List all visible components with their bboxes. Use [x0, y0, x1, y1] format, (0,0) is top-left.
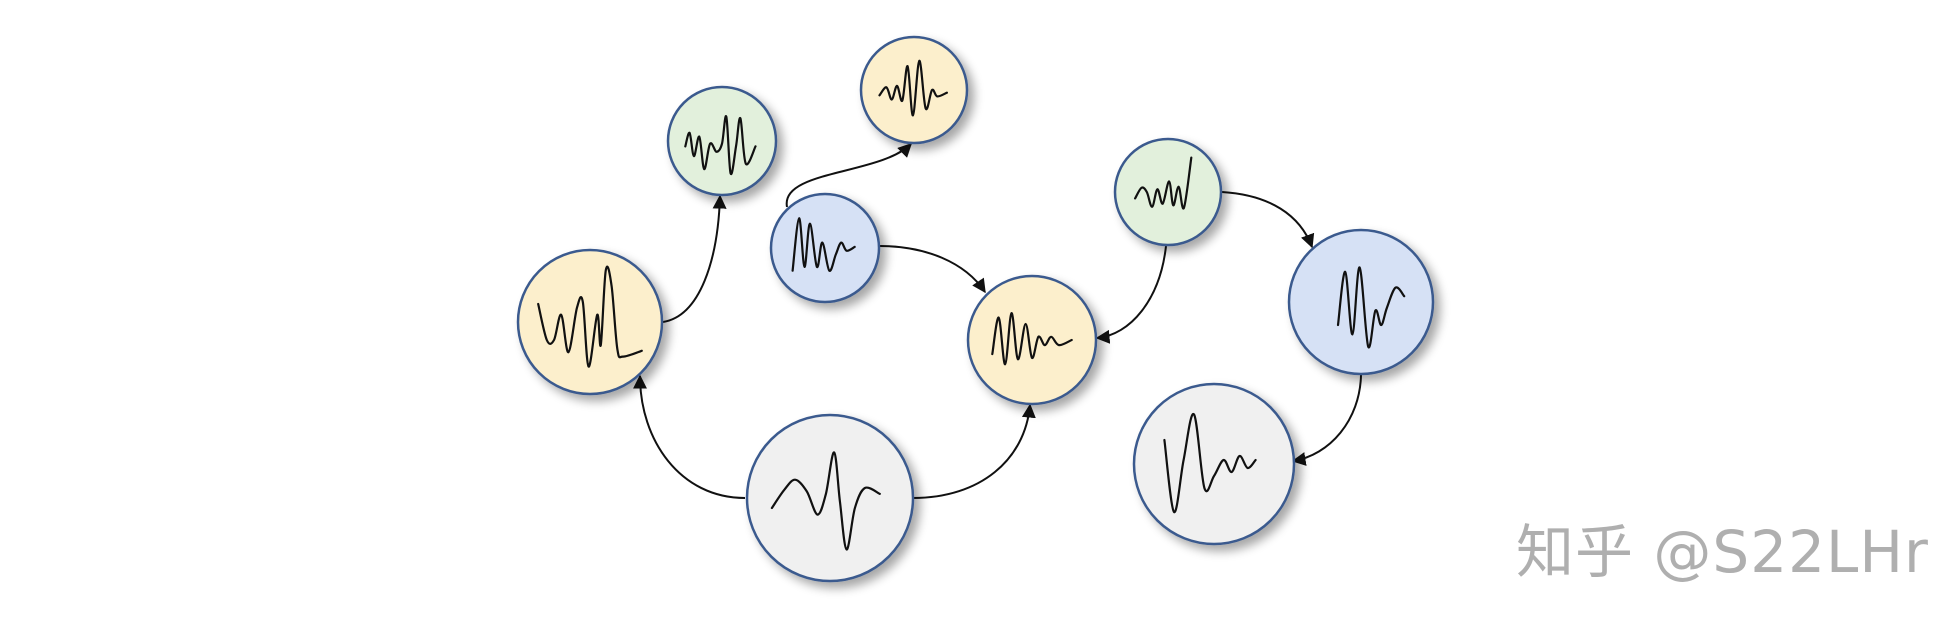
node-yellow-large-left [516, 248, 664, 396]
node-circle [1113, 137, 1223, 247]
waveform-icon [991, 311, 1073, 366]
arrow-yellow-large-left-to-green-top-left [662, 194, 727, 323]
node-circle [1287, 228, 1435, 376]
waveform-icon [1336, 266, 1406, 349]
waveform-icon [878, 59, 948, 117]
node-circle [966, 274, 1098, 406]
arrow-gray-bottom-to-yellow-center [912, 403, 1036, 499]
node-blue-right [1287, 228, 1435, 376]
waveform-icon [1163, 413, 1257, 514]
node-circle [516, 248, 664, 396]
node-circle [1132, 382, 1296, 546]
waveform-icon [791, 217, 856, 272]
arrow-blue-center-to-yellow-top [785, 143, 912, 208]
node-yellow-center [966, 274, 1098, 406]
arrow-green-right-to-yellow-center [1095, 245, 1167, 344]
arrow-blue-center-to-yellow-center [879, 245, 986, 294]
node-gray-bottom-right [1132, 382, 1296, 546]
waveform-icon [770, 451, 881, 551]
waveform-icon [1134, 156, 1193, 210]
node-circle [859, 35, 969, 145]
node-green-right [1113, 137, 1223, 247]
edges-layer [633, 143, 1362, 499]
arrow-gray-bottom-to-yellow-large-left [633, 374, 746, 499]
waveform-icon [684, 115, 757, 176]
node-gray-bottom [745, 413, 915, 583]
nodes-layer [516, 35, 1435, 583]
node-yellow-top [859, 35, 969, 145]
node-green-top-left [666, 85, 778, 197]
node-circle [745, 413, 915, 583]
arrow-green-right-to-blue-right [1221, 191, 1315, 249]
node-blue-center [769, 192, 881, 304]
watermark: 知乎 @S22LHr [1516, 518, 1929, 586]
arrow-blue-right-to-gray-bottom-right [1291, 374, 1362, 466]
waveform-icon [537, 265, 643, 368]
